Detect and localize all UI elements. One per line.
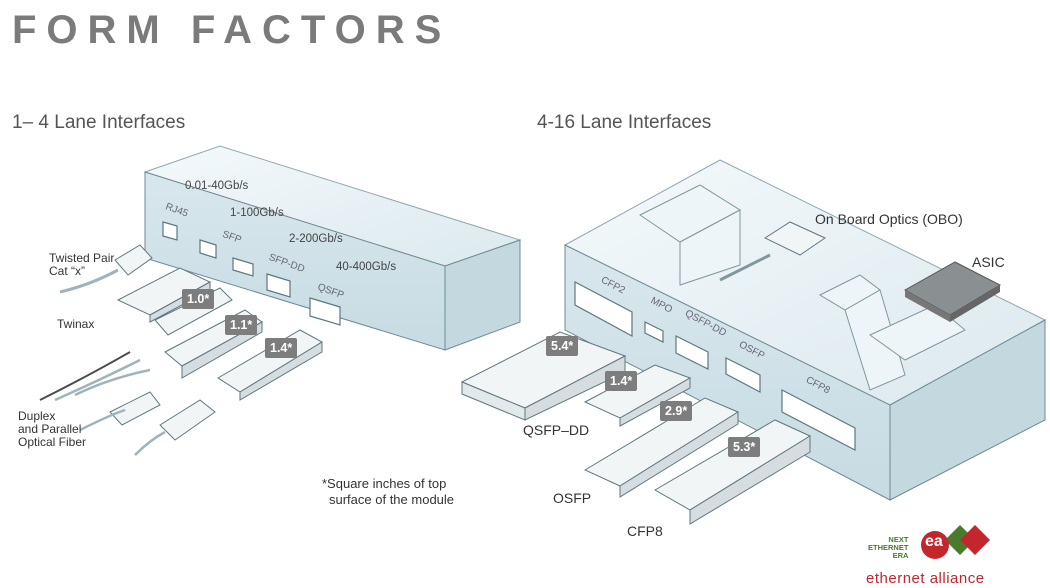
area-badge-cfp2: 5.4* [546, 336, 579, 356]
left-modules [39, 244, 323, 456]
obo-connector [719, 221, 827, 282]
label-twisted-pair-line2: Cat “x” [49, 264, 85, 278]
osfp-port [725, 357, 761, 393]
cfp2-port [574, 281, 633, 338]
speed-label-sfp: 1-100Gb/s [230, 207, 284, 219]
logo-next-line2: ETHERNET [868, 543, 909, 552]
logo-name: ethernet alliance [866, 570, 985, 587]
speed-label-qsfp: 40-400Gb/s [336, 261, 397, 273]
area-badge-cfp8: 5.3* [728, 437, 761, 457]
rj45-port [162, 221, 178, 241]
label-duplex-fiber: Duplex and Parallel Optical Fiber [18, 410, 86, 449]
sfp-port-1 [199, 239, 217, 259]
qsfp-port [309, 297, 341, 326]
left-switch-box [143, 145, 522, 351]
ethernet-alliance-logo-mark [921, 525, 990, 559]
left-section-heading: 1– 4 Lane Interfaces [12, 112, 186, 133]
label-obo: On Board Optics (OBO) [815, 211, 963, 227]
label-duplex-line1: Duplex [18, 409, 56, 423]
page-title: FORM FACTORS [12, 8, 452, 52]
label-duplex-line3: Optical Fiber [18, 435, 87, 449]
area-badge-qsfp: 1.4* [265, 338, 298, 358]
label-twisted-pair: Twisted Pair Cat “x” [49, 252, 114, 278]
label-asic: ASIC [972, 254, 1005, 270]
cfp8-port [781, 389, 856, 451]
speed-label-rj45: 0.01-40Gb/s [185, 180, 249, 192]
sfp-dd-port [266, 273, 291, 298]
area-badge-qsfp-dd: 1.4* [605, 371, 638, 391]
right-section-heading: 4-16 Lane Interfaces [537, 112, 712, 133]
logo-next-line1: NEXT [888, 535, 909, 544]
logo-ea-mark: ea [925, 533, 943, 550]
module-label-osfp: OSFP [553, 490, 592, 506]
right-modules [460, 331, 812, 525]
footnote: *Square inches of top surface of the mod… [322, 476, 454, 508]
asic-chip [903, 261, 1002, 322]
area-badge-sfp-dd: 1.1* [225, 315, 258, 335]
area-badge-sfp: 1.0* [182, 289, 215, 309]
module-label-qsfp-dd: QSFP–DD [523, 422, 590, 438]
speed-label-sfp-dd: 2-200Gb/s [289, 233, 343, 245]
qsfp-dd-port-right [675, 335, 709, 370]
logo-next-line3: ERA [892, 551, 909, 560]
label-twinax: Twinax [57, 317, 95, 331]
footnote-line2: surface of the module [329, 492, 455, 507]
label-twisted-pair-line1: Twisted Pair [49, 251, 115, 265]
area-badge-osfp: 2.9* [660, 401, 693, 421]
sfp-port-2 [232, 257, 254, 277]
mpo-port [644, 321, 664, 343]
module-label-cfp8: CFP8 [627, 523, 663, 539]
label-duplex-line2: and Parallel [18, 422, 82, 436]
footnote-line1: *Square inches of top [322, 476, 447, 491]
logo-next-ethernet-era: NEXT ETHERNET ERA [868, 536, 908, 560]
